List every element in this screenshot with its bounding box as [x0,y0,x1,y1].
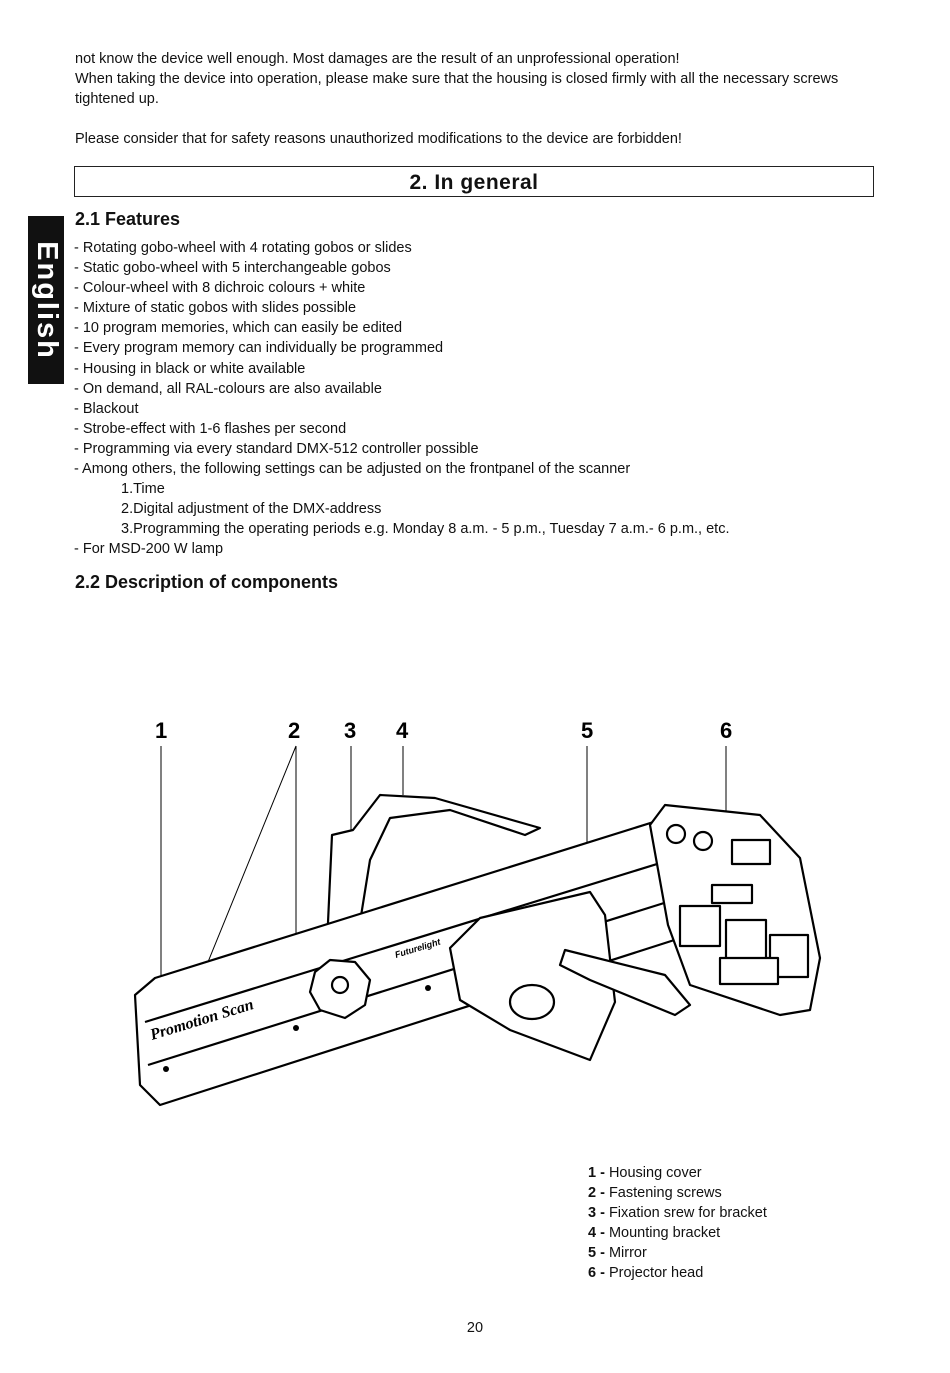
legend-item: 3 - Fixation srew for bracket [588,1205,767,1222]
feature-item: - Housing in black or white available [74,360,306,377]
callout-4: 4 [396,718,409,743]
components-legend: 1 - Housing cover 2 - Fastening screws 3… [588,1163,767,1284]
yoke-arm [558,948,692,1017]
feature-item: - For MSD-200 W lamp [74,541,224,558]
feature-item: - 10 program memories, which can easily … [74,320,403,337]
callout-1: 1 [155,718,167,743]
feature-item: - Rotating gobo-wheel with 4 rotating go… [74,240,412,256]
callout-2: 2 [288,718,300,743]
components-heading: 2.2 Description of components [75,572,339,592]
feature-item: - Colour-wheel with 8 dichroic colours +… [74,280,366,297]
spacer [75,109,885,129]
intro-line-1: not know the device well enough. Most da… [75,51,680,67]
features-heading: 2.1 Features [75,209,181,229]
feature-subitem: 2.Digital adjustment of the DMX-address [121,501,382,518]
feature-subitem: 1.Time [121,481,165,498]
mirror-housing [448,890,617,1062]
scanner-diagram: 1 2 3 4 5 6 Promo [133,718,822,1107]
feature-item: - Among others, the following settings c… [74,461,631,478]
callout-3: 3 [344,718,356,743]
feature-item: - Blackout [74,400,139,417]
section-title: 2. In general [74,166,874,197]
legend-item: 4 - Mounting bracket [588,1225,721,1242]
feature-item: - Strobe-effect with 1-6 flashes per sec… [74,420,347,437]
legend-item: 1 - Housing cover [588,1165,702,1181]
feature-item: - On demand, all RAL-colours are also av… [74,380,382,397]
language-tab-label: English [30,240,63,360]
legend-item: 2 - Fastening screws [588,1185,722,1202]
language-tab: English [28,216,64,384]
callout-5: 5 [581,718,593,743]
feature-subitem: 3.Programming the operating periods e.g.… [121,521,730,538]
callout-6: 6 [720,718,732,743]
page-number: 20 [466,1320,484,1336]
legend-item: 5 - Mirror [588,1245,647,1262]
intro-text: not know the device well enough. Most da… [75,49,885,149]
feature-item: - Programming via every standard DMX-512… [74,440,479,457]
intro-line-2: When taking the device into operation, p… [75,71,839,107]
feature-item: - Mixture of static gobos with slides po… [74,300,357,317]
intro-line-3: Please consider that for safety reasons … [75,131,682,147]
legend-item: 6 - Projector head [588,1265,704,1282]
feature-item: - Every program memory can individually … [74,340,444,357]
features-list: - Rotating gobo-wheel with 4 rotating go… [74,238,729,560]
feature-item: - Static gobo-wheel with 5 interchangeab… [74,260,391,277]
